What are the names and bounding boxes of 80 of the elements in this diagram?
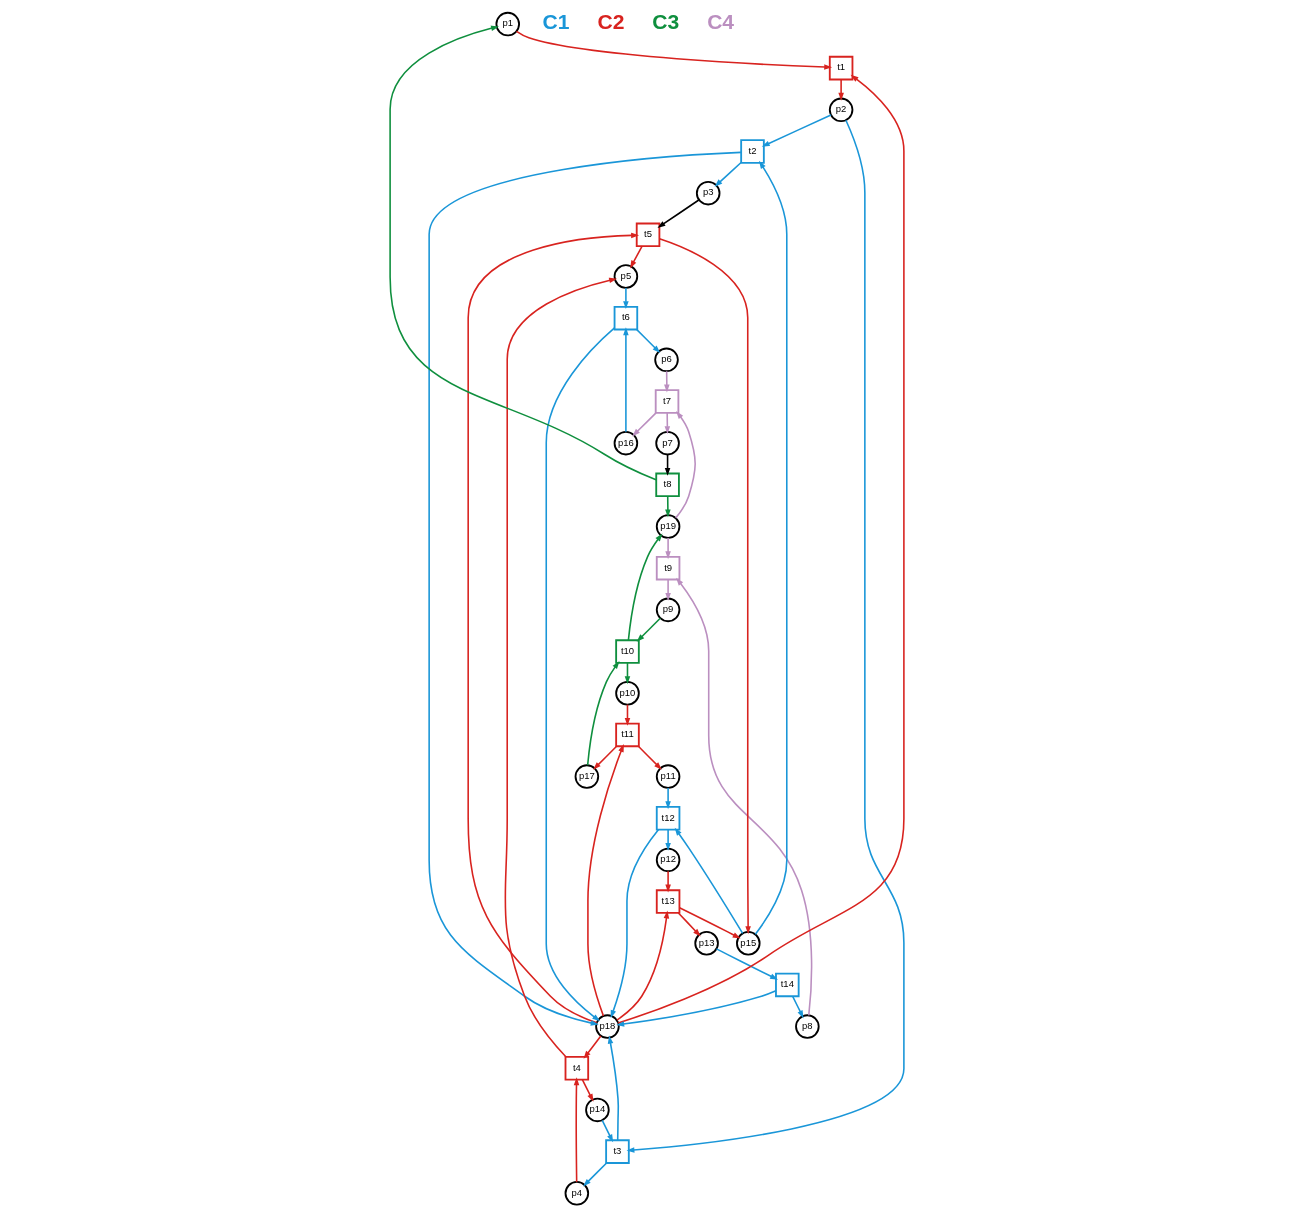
node-box: t6 xyxy=(613,305,638,331)
arrow xyxy=(664,412,670,435)
arrow xyxy=(656,199,700,228)
node-circle: p15 xyxy=(735,931,761,956)
arrow xyxy=(674,411,696,519)
node-circle: p12 xyxy=(655,847,680,873)
label: C3 xyxy=(651,9,679,33)
arrow xyxy=(664,578,671,601)
arrow xyxy=(675,577,812,1017)
arrow xyxy=(636,617,661,642)
arrow xyxy=(601,1119,613,1143)
node-circle: p8 xyxy=(794,1014,820,1039)
arrow xyxy=(664,828,671,851)
arrow xyxy=(586,661,619,766)
arrow xyxy=(837,78,844,101)
node-box: t8 xyxy=(654,472,680,498)
arrow xyxy=(627,533,662,641)
node-circle: p2 xyxy=(828,97,853,123)
arrow xyxy=(629,245,643,269)
node-box: t4 xyxy=(564,1056,589,1081)
arrow xyxy=(631,412,657,437)
node-box: t2 xyxy=(739,139,765,164)
arrow xyxy=(663,370,670,393)
node-circle: p5 xyxy=(613,264,638,289)
node-circle: p13 xyxy=(693,931,719,956)
node-circle: p10 xyxy=(614,680,640,706)
arrow xyxy=(754,160,788,935)
arrow xyxy=(610,828,659,1019)
node-box: t11 xyxy=(614,722,640,748)
arrow xyxy=(388,25,657,481)
arrow xyxy=(607,1035,619,1141)
arrow xyxy=(582,1162,607,1187)
arrow xyxy=(592,745,617,770)
node-box: t7 xyxy=(654,389,679,414)
arrow xyxy=(791,995,804,1019)
node-box: t10 xyxy=(614,639,640,664)
arrow xyxy=(583,1035,602,1059)
arrow xyxy=(615,910,669,1021)
arrow xyxy=(616,74,905,1024)
arrow xyxy=(622,327,629,433)
node-circle: p18 xyxy=(594,1014,620,1039)
arrow xyxy=(581,1078,594,1102)
arrow xyxy=(427,151,742,1026)
arrow xyxy=(715,948,778,980)
node-box: t12 xyxy=(655,805,680,831)
arrow xyxy=(678,906,741,939)
arrow xyxy=(761,114,832,147)
label: C2 xyxy=(596,9,624,33)
arrow xyxy=(664,537,671,560)
arrow xyxy=(674,827,743,935)
arrow xyxy=(664,495,671,518)
arrow xyxy=(635,328,660,354)
node-circle: p19 xyxy=(655,514,680,539)
arrow xyxy=(573,1077,579,1183)
node-box: t9 xyxy=(655,555,680,581)
node-circle: p7 xyxy=(654,430,680,456)
label: C4 xyxy=(706,9,734,33)
arrow xyxy=(658,237,751,935)
arrow xyxy=(544,327,615,1022)
arrow xyxy=(637,745,662,770)
node-circle: p4 xyxy=(564,1181,589,1206)
arrow xyxy=(622,287,629,310)
node-circle: p14 xyxy=(584,1097,610,1123)
arrow xyxy=(615,990,777,1027)
node-circle: p1 xyxy=(494,11,520,37)
node-box: t3 xyxy=(604,1139,630,1164)
arrow xyxy=(515,30,832,70)
arrow xyxy=(466,232,639,1024)
node-circle: p9 xyxy=(655,597,680,623)
label: C1 xyxy=(542,9,570,33)
arrow xyxy=(714,161,742,187)
node-box: t13 xyxy=(655,889,680,914)
arrow xyxy=(664,787,671,810)
node-box: t5 xyxy=(635,222,660,248)
arrow xyxy=(664,870,671,893)
arrow xyxy=(677,912,701,937)
node-box: t1 xyxy=(828,55,853,81)
arrow xyxy=(586,744,624,1017)
arrow xyxy=(503,277,617,1058)
node-box: t14 xyxy=(774,972,800,998)
